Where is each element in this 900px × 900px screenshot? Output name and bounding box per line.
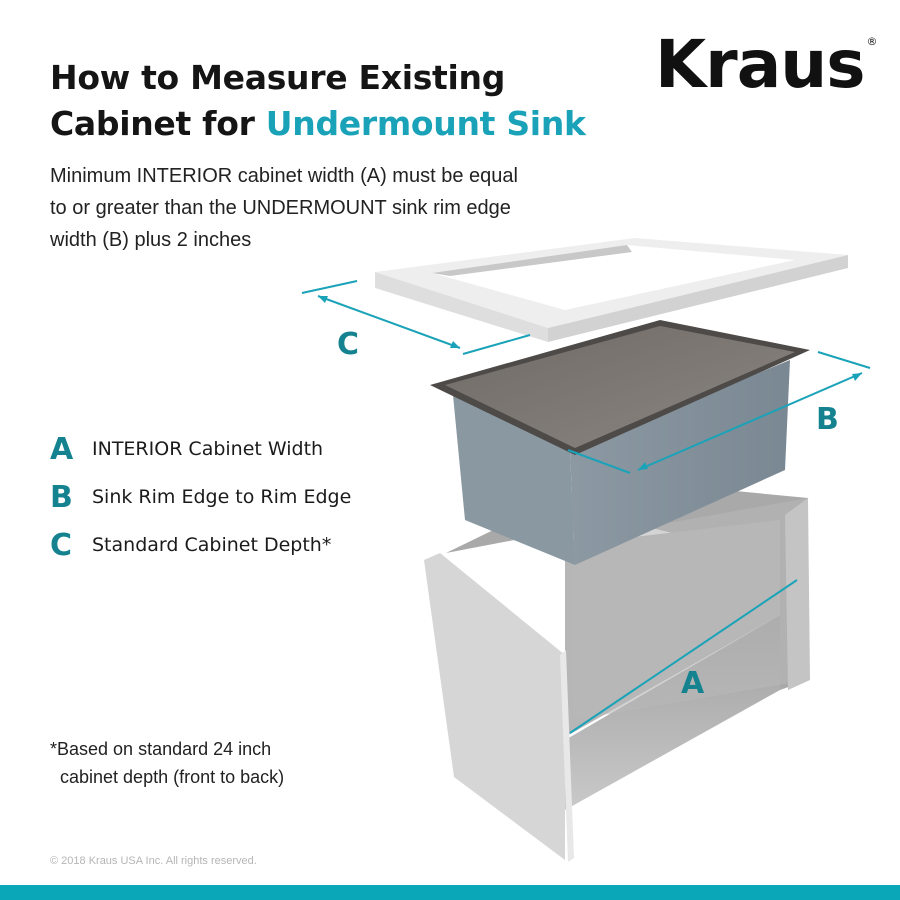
dimension-lines xyxy=(301,280,871,734)
title-line-1: How to Measure Existing xyxy=(50,58,506,97)
registered-mark: ® xyxy=(866,35,878,48)
description-line-1: Minimum INTERIOR cabinet width (A) must … xyxy=(50,165,518,187)
kraus-logo: Kraus ® xyxy=(655,32,878,98)
legend-item-b: B Sink Rim Edge to Rim Edge xyxy=(50,473,351,521)
footnote-line-2: cabinet depth (front to back) xyxy=(60,767,285,787)
title-prefix: Cabinet for xyxy=(50,104,266,143)
cabinet-illustration xyxy=(424,478,810,862)
dimension-label-c: C xyxy=(337,327,359,362)
legend-letter: A xyxy=(50,431,74,467)
sink-illustration xyxy=(430,320,810,565)
page-title: How to Measure Existing Cabinet for Unde… xyxy=(50,55,586,147)
arrowhead-c-end xyxy=(450,341,460,348)
arrowhead-b-start xyxy=(638,462,648,470)
description: Minimum INTERIOR cabinet width (A) must … xyxy=(50,160,590,256)
dimension-legend: A INTERIOR Cabinet Width B Sink Rim Edge… xyxy=(50,425,351,569)
logo-text: Kraus xyxy=(655,26,865,103)
legend-label: Sink Rim Edge to Rim Edge xyxy=(92,486,352,508)
copyright-notice: © 2018 Kraus USA Inc. All rights reserve… xyxy=(50,855,257,867)
legend-letter: C xyxy=(50,527,73,563)
dimension-label-b: B xyxy=(816,402,839,437)
title-line-2: Cabinet for Undermount Sink xyxy=(50,101,586,147)
legend-item-a: A INTERIOR Cabinet Width xyxy=(50,425,351,473)
countertop-illustration xyxy=(375,238,848,342)
footnote-line-1: *Based on standard 24 inch xyxy=(50,739,272,759)
footnote: *Based on standard 24 inch cabinet depth… xyxy=(50,735,284,791)
description-line-2: to or greater than the UNDERMOUNT sink r… xyxy=(50,197,511,219)
legend-letter: B xyxy=(50,479,73,515)
description-line-3: width (B) plus 2 inches xyxy=(50,229,252,251)
legend-label: Standard Cabinet Depth* xyxy=(92,534,332,556)
bottom-accent-bar xyxy=(0,885,900,900)
arrowhead-b-end xyxy=(852,373,862,381)
arrowhead-c-start xyxy=(318,296,328,303)
title-accent: Undermount Sink xyxy=(265,104,586,143)
legend-item-c: C Standard Cabinet Depth* xyxy=(50,521,351,569)
dimension-label-a: A xyxy=(681,666,705,701)
legend-label: INTERIOR Cabinet Width xyxy=(92,438,324,460)
